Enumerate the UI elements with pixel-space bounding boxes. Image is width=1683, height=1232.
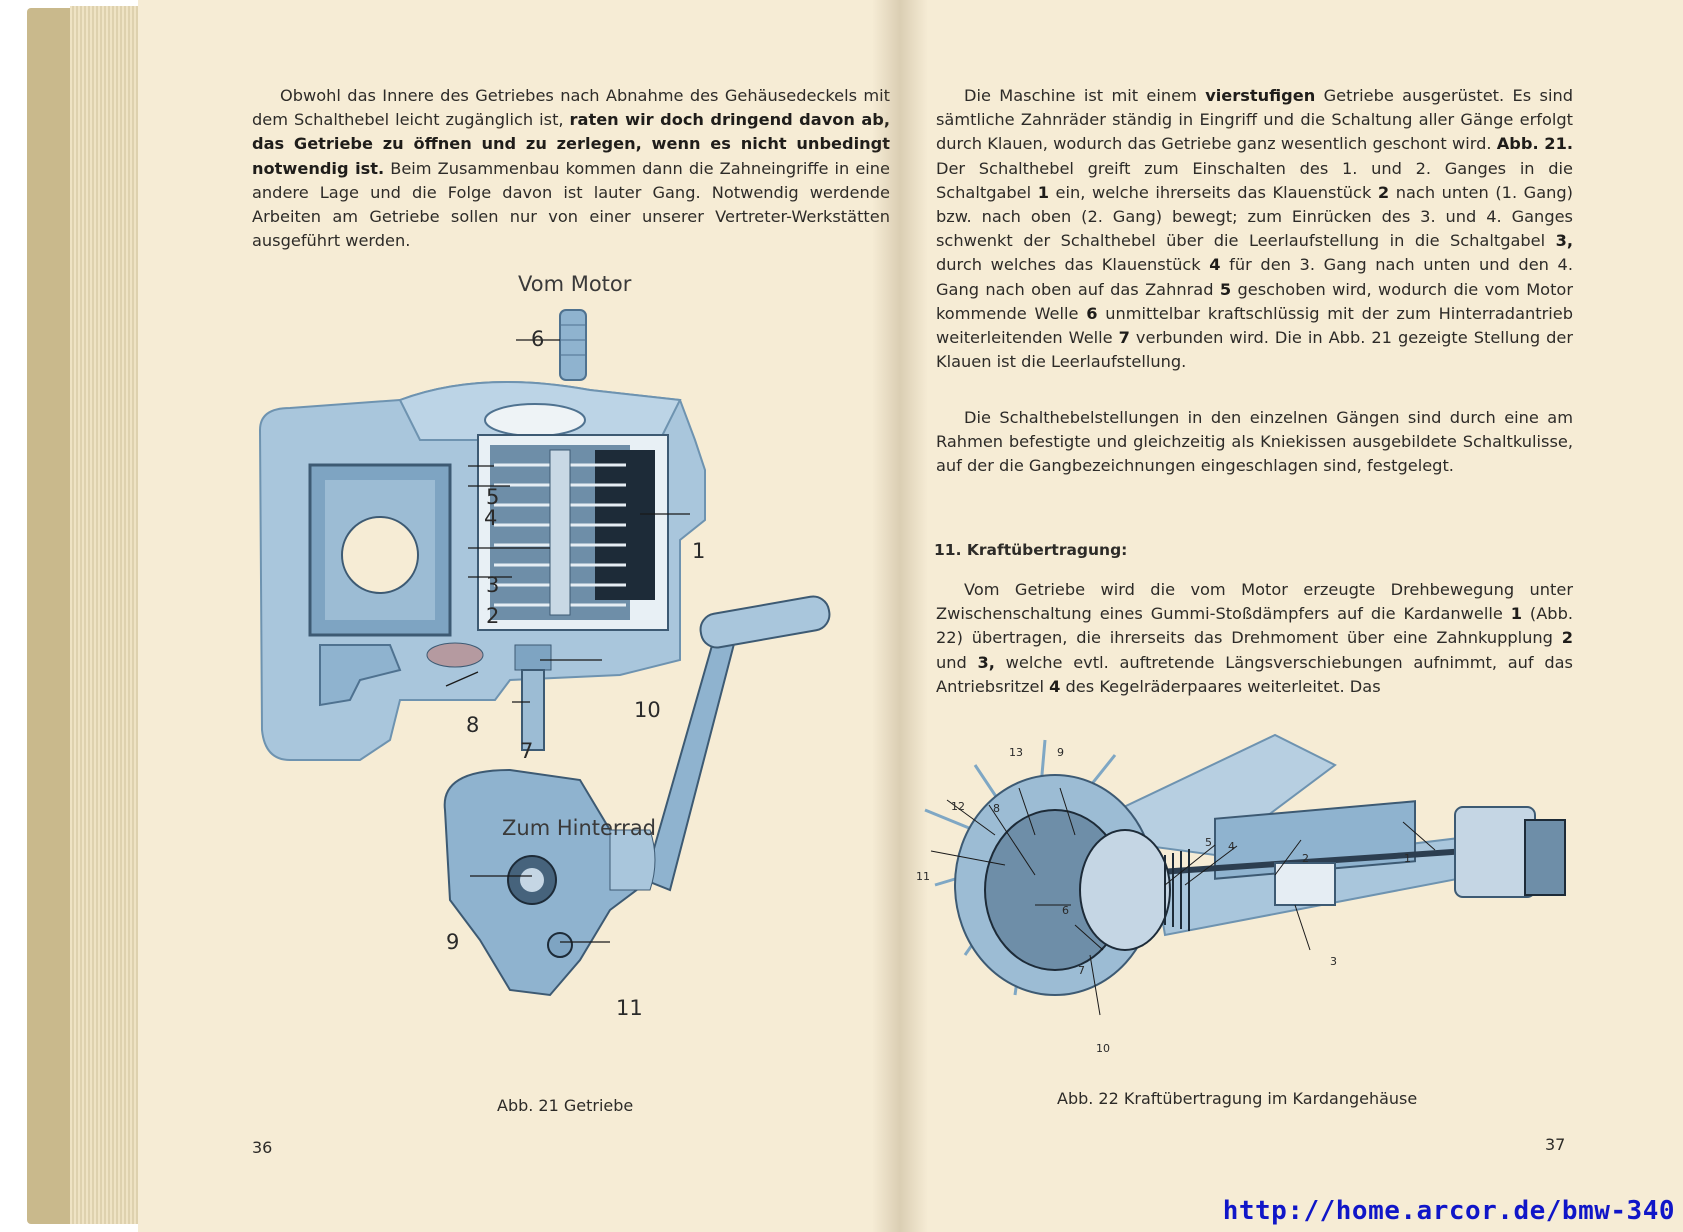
book-gutter (872, 0, 928, 1232)
section-heading-kraftuebertragung: 11. Kraftübertragung: (934, 541, 1128, 559)
callout-2-right: 2 (1302, 852, 1309, 865)
callout-1-left: 1 (692, 539, 706, 563)
figure-label-vom-motor: Vom Motor (518, 272, 632, 296)
callout-4-left: 4 (484, 506, 498, 530)
figure-caption-abb22: Abb. 22 Kraftübertragung im Kardangehäus… (1057, 1089, 1418, 1108)
callout-6-left: 6 (531, 327, 545, 351)
callout-9-right: 9 (1057, 746, 1064, 759)
callout-11-left: 11 (616, 996, 643, 1020)
callout-13-right: 13 (1009, 746, 1023, 759)
driveshaft-illustration (924, 733, 1566, 1016)
watermark-url: http://home.arcor.de/bmw-340 (1222, 1196, 1675, 1226)
callout-1-right: 1 (1404, 852, 1411, 865)
callout-5-right: 5 (1205, 836, 1212, 849)
gearbox-illustration (258, 309, 831, 997)
right-paragraph-3: Vom Getriebe wird die vom Motor erzeugte… (936, 580, 1574, 696)
right-page (900, 0, 1683, 1232)
callout-8-right: 8 (993, 802, 1000, 815)
callout-3-right: 3 (1330, 955, 1337, 968)
callout-8-left: 8 (466, 713, 480, 737)
callout-7-left: 7 (520, 739, 534, 763)
page-edges (70, 6, 140, 1224)
callout-10-left: 10 (634, 698, 661, 722)
callout-4-right: 4 (1228, 840, 1235, 853)
callout-11-right: 11 (916, 870, 930, 883)
callout-5-left: 5 (486, 485, 500, 509)
figure-label-zum-hinterrad: Zum Hinterrad (502, 816, 657, 840)
callout-3-left: 3 (486, 573, 500, 597)
callout-12-right: 12 (951, 800, 965, 813)
callout-10-right: 10 (1096, 1042, 1110, 1055)
right-paragraph-2: Die Schalthebelstellungen in den einzeln… (936, 408, 1573, 476)
right-paragraph-1: Die Maschine ist mit einem vierstufigen … (936, 86, 1574, 372)
callout-2-left: 2 (486, 604, 500, 628)
page-number-left: 36 (252, 1138, 273, 1157)
callout-6-right: 6 (1062, 904, 1069, 917)
callout-9-left: 9 (446, 930, 460, 954)
figure-caption-abb21: Abb. 21 Getriebe (497, 1096, 634, 1115)
page-number-right: 37 (1545, 1135, 1566, 1154)
callout-7-right: 7 (1078, 964, 1085, 977)
left-paragraph: Obwohl das Innere des Getriebes nach Abn… (252, 86, 891, 251)
